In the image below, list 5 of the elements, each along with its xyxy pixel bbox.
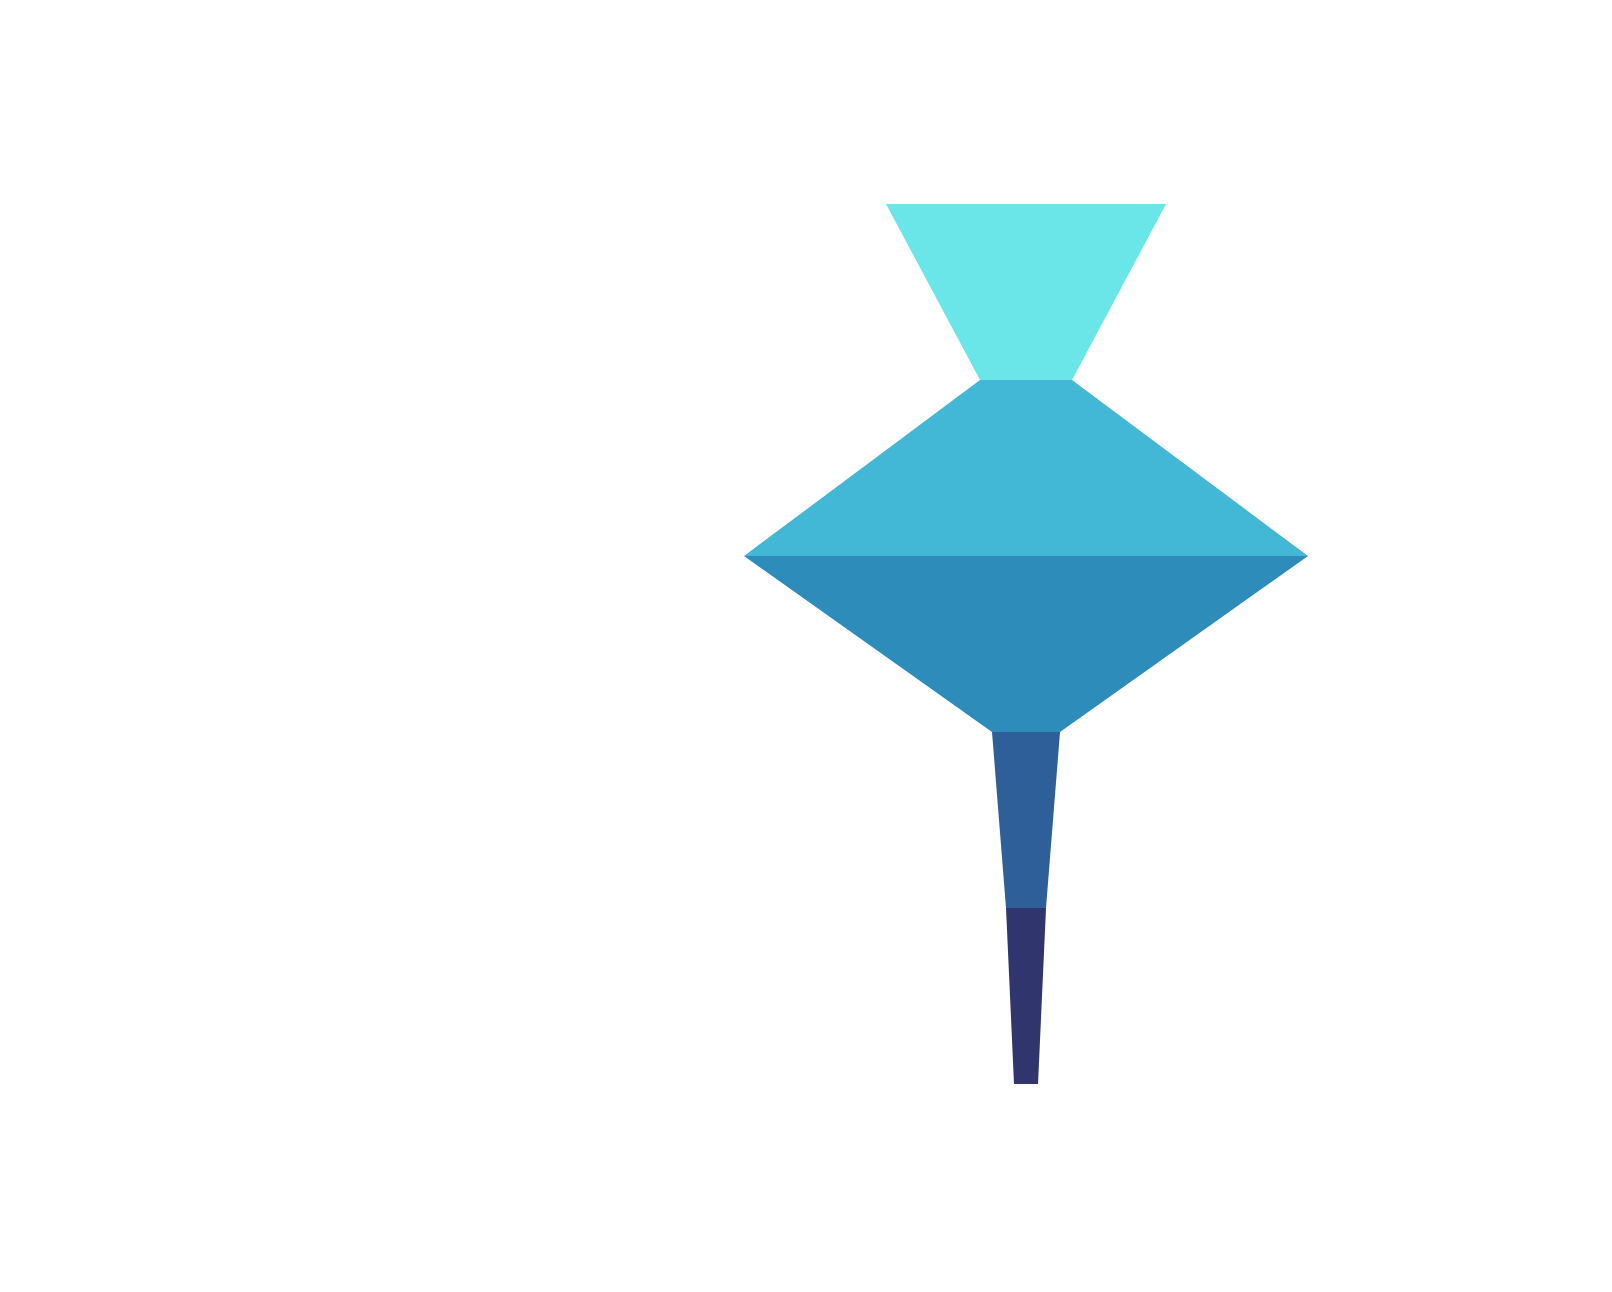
- funnel-band: [886, 204, 1166, 380]
- funnel-band: [1006, 908, 1046, 1084]
- funnel-band: [992, 732, 1060, 908]
- funnel-band: [744, 380, 1308, 556]
- funnel-band: [744, 556, 1308, 732]
